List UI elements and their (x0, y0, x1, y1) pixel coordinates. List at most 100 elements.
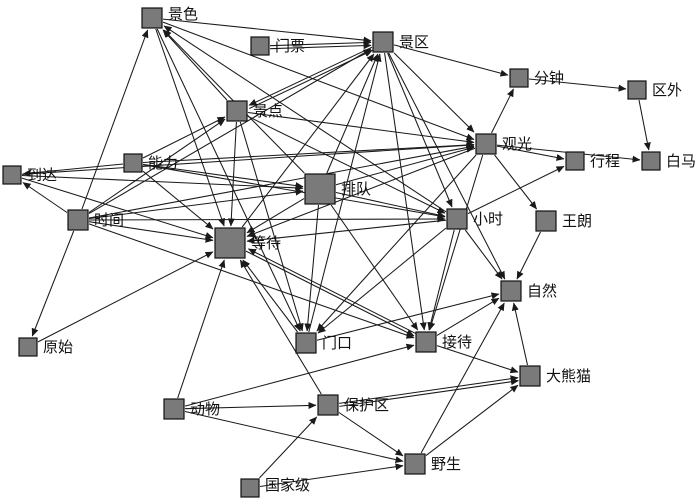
node-label-wanglang: 王朗 (562, 212, 592, 230)
edge-jiedai-to-daxiongmao (436, 345, 519, 374)
edges-layer (21, 18, 651, 488)
node-quwai: 区外 (627, 80, 682, 100)
node-label-dengdai: 等待 (251, 234, 281, 252)
edge-menpiao-to-jingqu (269, 39, 372, 47)
node-daoda: 到达 (2, 165, 57, 185)
edge-wanglang-to-ziran (516, 231, 541, 280)
edge-dongwu-to-jiedai (184, 343, 415, 407)
edge-menpiao-to-jingqu (270, 42, 372, 50)
node-box-jingdian (226, 100, 248, 122)
node-jiedai: 接待 (415, 331, 472, 353)
node-box-wanglang (535, 210, 557, 232)
node-label-nengli: 能力 (148, 154, 178, 172)
edge-paidui-to-guanguang (335, 145, 475, 186)
edge-jingdian-to-dengdai (227, 121, 237, 227)
node-box-yesheng (404, 453, 426, 475)
node-label-baima: 白马 (666, 152, 696, 170)
edge-nengli-to-xiaoshi (142, 164, 446, 220)
edge-baohuqu-to-dengdai (239, 259, 322, 395)
node-box-fenzhong (509, 68, 529, 88)
edge-paidui-to-menkou (304, 204, 320, 332)
node-dongwu: 动物 (163, 398, 220, 420)
edge-shijian-to-xiaoshi (88, 215, 446, 223)
node-label-jingqu: 景区 (399, 33, 429, 51)
node-jingqu: 景区 (372, 31, 429, 53)
node-box-baima (641, 151, 661, 171)
edge-guanguang-to-dengdai (246, 147, 476, 237)
node-box-jingse (141, 7, 163, 29)
node-label-dongwu: 动物 (190, 400, 220, 418)
edge-nengli-to-daoda (22, 163, 124, 177)
node-box-menpiao (250, 36, 270, 56)
edge-jingse-to-guanguang (162, 21, 475, 141)
edge-jingse-to-dengdai (155, 28, 225, 227)
edge-xiaoshi-to-ziran (464, 229, 503, 280)
edge-menkou-to-ziran (316, 292, 500, 341)
node-label-fenzhong: 分钟 (534, 69, 564, 87)
edge-nengli-to-jingdian (142, 116, 226, 159)
node-yesheng: 野生 (404, 453, 461, 475)
edge-daxiongmao-to-ziran (511, 302, 529, 366)
edge-yesheng-to-ziran (420, 302, 505, 454)
node-label-quwai: 区外 (652, 81, 682, 99)
node-ziran: 自然 (500, 280, 557, 302)
node-box-nengli (123, 153, 143, 173)
edge-jingdian-to-xiaoshi (247, 115, 446, 214)
edge-shijian-to-paidui (88, 188, 304, 220)
node-guanguang: 观光 (475, 133, 532, 155)
node-label-jingse: 景色 (168, 5, 198, 23)
node-jingdian: 景点 (226, 100, 283, 122)
node-label-yuanshi: 原始 (43, 338, 73, 356)
node-guojiaji: 国家级 (240, 476, 310, 498)
node-jingse: 景色 (141, 5, 198, 29)
node-box-jingqu (372, 31, 394, 53)
edge-baohuqu-to-yesheng (338, 412, 404, 457)
node-label-paidui: 排队 (341, 180, 371, 198)
node-label-daoda: 到达 (27, 166, 57, 184)
node-label-ziran: 自然 (527, 282, 557, 300)
edge-jingqu-to-ziran (388, 52, 506, 280)
edge-menkou-to-dengdai (242, 259, 299, 333)
node-label-daxiongmao: 大熊猫 (546, 367, 591, 385)
nodes-layer: 景色门票景区分钟区外景点观光行程白马到达能力排队时间小时王朗等待自然原始门口接待… (2, 5, 696, 498)
node-label-xingcheng: 行程 (590, 152, 620, 170)
edge-daoda-to-guanguang (21, 141, 475, 175)
edge-nengli-to-guanguang (142, 141, 475, 164)
edge-dongwu-to-yesheng (184, 410, 404, 464)
edge-shijian-to-guanguang (88, 144, 475, 219)
node-label-menkou: 门口 (322, 334, 352, 352)
edge-dengdai-to-jiedai (245, 250, 415, 337)
edge-xiaoshi-to-jiedai (427, 229, 455, 331)
node-box-daoda (2, 165, 22, 185)
edge-dongwu-to-dengdai (177, 259, 226, 399)
edge-yesheng-to-daxiongmao (425, 384, 519, 457)
edge-shijian-to-daoda (22, 182, 68, 213)
edge-guanguang-to-jiedai (428, 154, 484, 331)
edge-jingqu-to-xiaoshi (387, 52, 453, 208)
node-box-baohuqu (317, 394, 339, 416)
node-nengli: 能力 (123, 153, 178, 173)
edge-jingqu-to-fenzhong (393, 44, 509, 77)
edge-guanguang-to-xingcheng (496, 145, 565, 161)
edge-jingqu-to-jingdian (248, 46, 373, 106)
node-box-dongwu (163, 398, 185, 420)
edge-shijian-to-jingqu (88, 48, 372, 215)
edge-paidui-to-jingqu (326, 53, 379, 174)
node-label-menpiao: 门票 (275, 37, 305, 55)
edge-xiaoshi-to-xingcheng (467, 165, 565, 215)
edge-shijian-to-yuanshi (31, 230, 75, 337)
node-yuanshi: 原始 (18, 337, 73, 357)
edge-jingdian-to-jingqu (249, 49, 373, 109)
edge-jingqu-to-jiedai (384, 52, 427, 331)
node-paidui: 排队 (304, 173, 371, 205)
node-label-xiaoshi: 小时 (473, 210, 503, 228)
node-xingcheng: 行程 (565, 151, 620, 171)
node-xiaoshi: 小时 (446, 208, 503, 230)
edge-jingse-to-jingqu (162, 18, 372, 44)
edge-dongwu-to-baohuqu (184, 401, 317, 410)
edge-shijian-to-dengdai (88, 221, 214, 243)
edge-xiaoshi-to-menkou (317, 227, 447, 334)
node-box-dengdai (214, 227, 246, 259)
